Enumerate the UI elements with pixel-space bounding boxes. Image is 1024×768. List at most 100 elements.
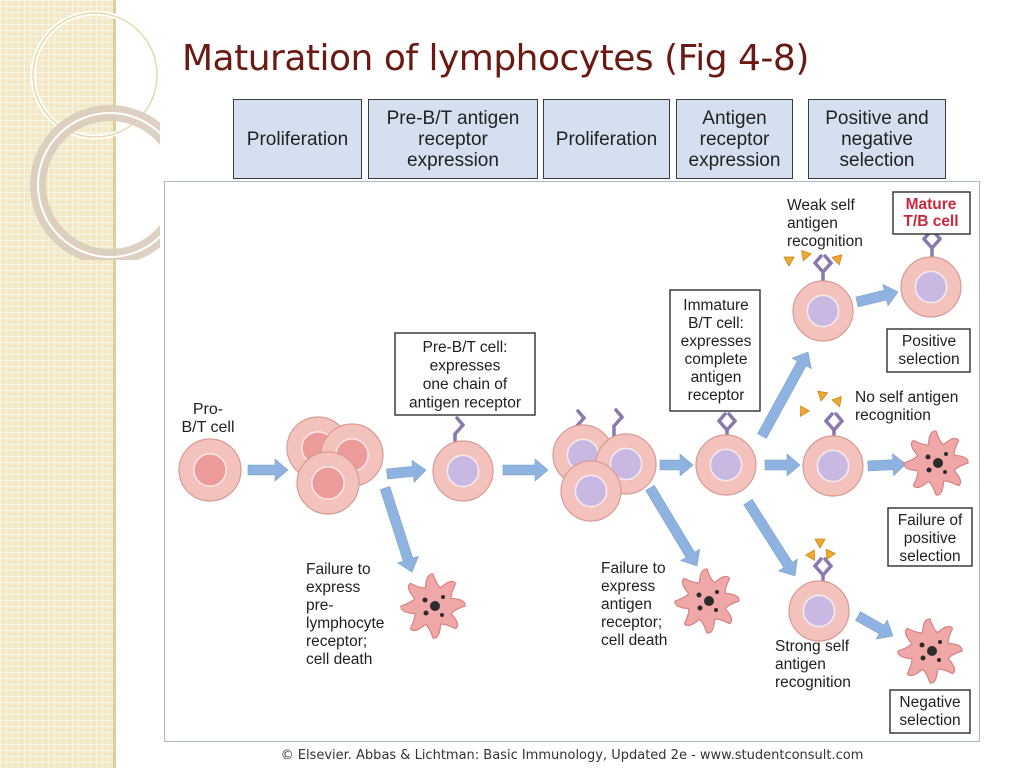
apoptotic-fragment	[704, 596, 714, 606]
apoptotic-fragment	[430, 601, 440, 611]
apoptotic-fragment	[422, 597, 428, 603]
antigen-strong-2	[825, 548, 837, 561]
no-self-cell	[802, 435, 864, 497]
label-box-negative-selection	[889, 689, 971, 734]
label-failure-positive-line: positive	[904, 530, 957, 547]
dying-cell-antigen-failure	[674, 568, 740, 634]
cell-nucleus	[446, 454, 480, 488]
label-strong-self-line: antigen	[775, 656, 826, 673]
receptor-arm-tip	[823, 254, 833, 265]
apoptotic-fragment	[920, 655, 926, 661]
apoptotic-fragment	[933, 458, 943, 468]
stage-box-selection: Positive and negative selection	[808, 99, 946, 179]
apoptotic-fragment	[696, 592, 702, 598]
proliferating-pre-cell-3	[560, 460, 622, 522]
label-immature-cell-line: receptor	[688, 387, 745, 404]
arrow-strong-to-death	[855, 611, 894, 640]
receptor-arm-tip	[813, 557, 823, 568]
label-negative-selection-line: Negative	[899, 694, 960, 711]
dying-cell-pre-failure	[400, 573, 466, 639]
dying-cell-negative	[897, 618, 963, 684]
label-box-failure-positive	[887, 507, 973, 567]
arrow-proliferation-to-pre	[386, 459, 427, 483]
receptor-arm	[824, 419, 836, 432]
side-panel-edge	[113, 0, 116, 768]
arrow-to-failure-pre	[379, 486, 420, 573]
receptor-arm	[725, 419, 737, 432]
slide-title: Maturation of lymphocytes (Fig 4-8)	[182, 38, 809, 79]
receptor-arm	[813, 261, 825, 274]
apoptotic-fragment	[943, 470, 947, 474]
label-fail-antigen-line: receptor;	[601, 614, 662, 631]
receptor-arm-tip	[455, 416, 465, 427]
proliferating-cell-3	[296, 451, 360, 515]
deco-ring-top-line	[32, 12, 158, 138]
receptor-arm	[930, 237, 942, 250]
label-box-pre-cell	[394, 332, 536, 416]
arrow-immature-to-strong	[743, 498, 798, 577]
pre-b-t-cell	[432, 440, 494, 502]
strong-self-cell	[788, 580, 850, 642]
label-immature-cell-line: complete	[685, 351, 748, 368]
antigen-weak-3	[831, 254, 843, 266]
arrow-to-failure-antigen	[645, 485, 701, 567]
label-fail-antigen-line: express	[601, 578, 656, 595]
label-no-self-line: recognition	[855, 407, 931, 424]
apoptotic-fragment	[441, 595, 445, 599]
cell-nucleus	[806, 294, 840, 328]
label-strong-self-line: Strong self	[775, 638, 850, 655]
antigen-strong-3	[804, 549, 815, 562]
mature-t-b-cell	[900, 256, 962, 318]
stage-box-proliferation-1: Proliferation	[233, 99, 362, 179]
label-fail-antigen-line: cell death	[601, 632, 667, 649]
antigen-noself-3	[800, 405, 811, 418]
cell-nucleus	[574, 474, 608, 508]
receptor-arm	[832, 419, 844, 432]
cell-nucleus	[311, 466, 345, 500]
apoptotic-fragment	[440, 613, 444, 617]
pre-receptor-2	[612, 408, 624, 439]
label-fail-antigen-line: Failure to	[601, 560, 666, 577]
label-pre-cell-line: expresses	[430, 358, 501, 375]
receptor-arm-tip	[727, 412, 737, 423]
label-mature-line: T/B cell	[903, 213, 958, 230]
arrow-pre-to-proliferation-2	[502, 458, 549, 482]
apoptotic-fragment	[697, 605, 703, 611]
label-immature-cell-line: expresses	[681, 333, 752, 350]
stage-box-proliferation-2: Proliferation	[543, 99, 670, 179]
receptor-arm-tip	[823, 557, 833, 568]
receptor-arm-tip	[717, 412, 727, 423]
stage-box-pre-receptor-expression: Pre-B/T antigen receptor expression	[368, 99, 538, 179]
label-fail-pre-line: express	[306, 579, 361, 596]
label-pro-cell: Pro-B/T cell	[181, 401, 234, 436]
receptor-arm	[821, 261, 833, 274]
receptor-arm	[717, 419, 729, 432]
arrow-immature-to-weak	[757, 351, 812, 439]
antigen-noself-1	[817, 390, 829, 402]
apoptotic-fragment	[714, 608, 718, 612]
pro-b-t-cell	[178, 438, 242, 502]
label-fail-pre-line: pre-	[306, 597, 334, 614]
decorative-circles	[30, 10, 160, 260]
receptor-arm-tip	[576, 409, 586, 420]
noself-receptor	[824, 412, 844, 443]
copyright-caption: © Elsevier. Abbas & Lichtman: Basic Immu…	[280, 748, 864, 763]
receptor-arm-tip	[834, 412, 844, 423]
label-weak-self-line: antigen	[787, 215, 838, 232]
receptor-arm	[453, 423, 465, 436]
apoptotic-fragment	[927, 646, 937, 656]
label-fail-antigen-line: antigen	[601, 596, 652, 613]
receptor-arm	[821, 564, 833, 577]
label-fail-pre-line: cell death	[306, 651, 372, 668]
label-pro-cell-line: Pro-	[193, 401, 223, 418]
label-immature-cell-line: antigen	[691, 369, 742, 386]
label-failure-positive-line: selection	[899, 548, 960, 565]
label-no-self-line: No self antigen	[855, 389, 958, 406]
